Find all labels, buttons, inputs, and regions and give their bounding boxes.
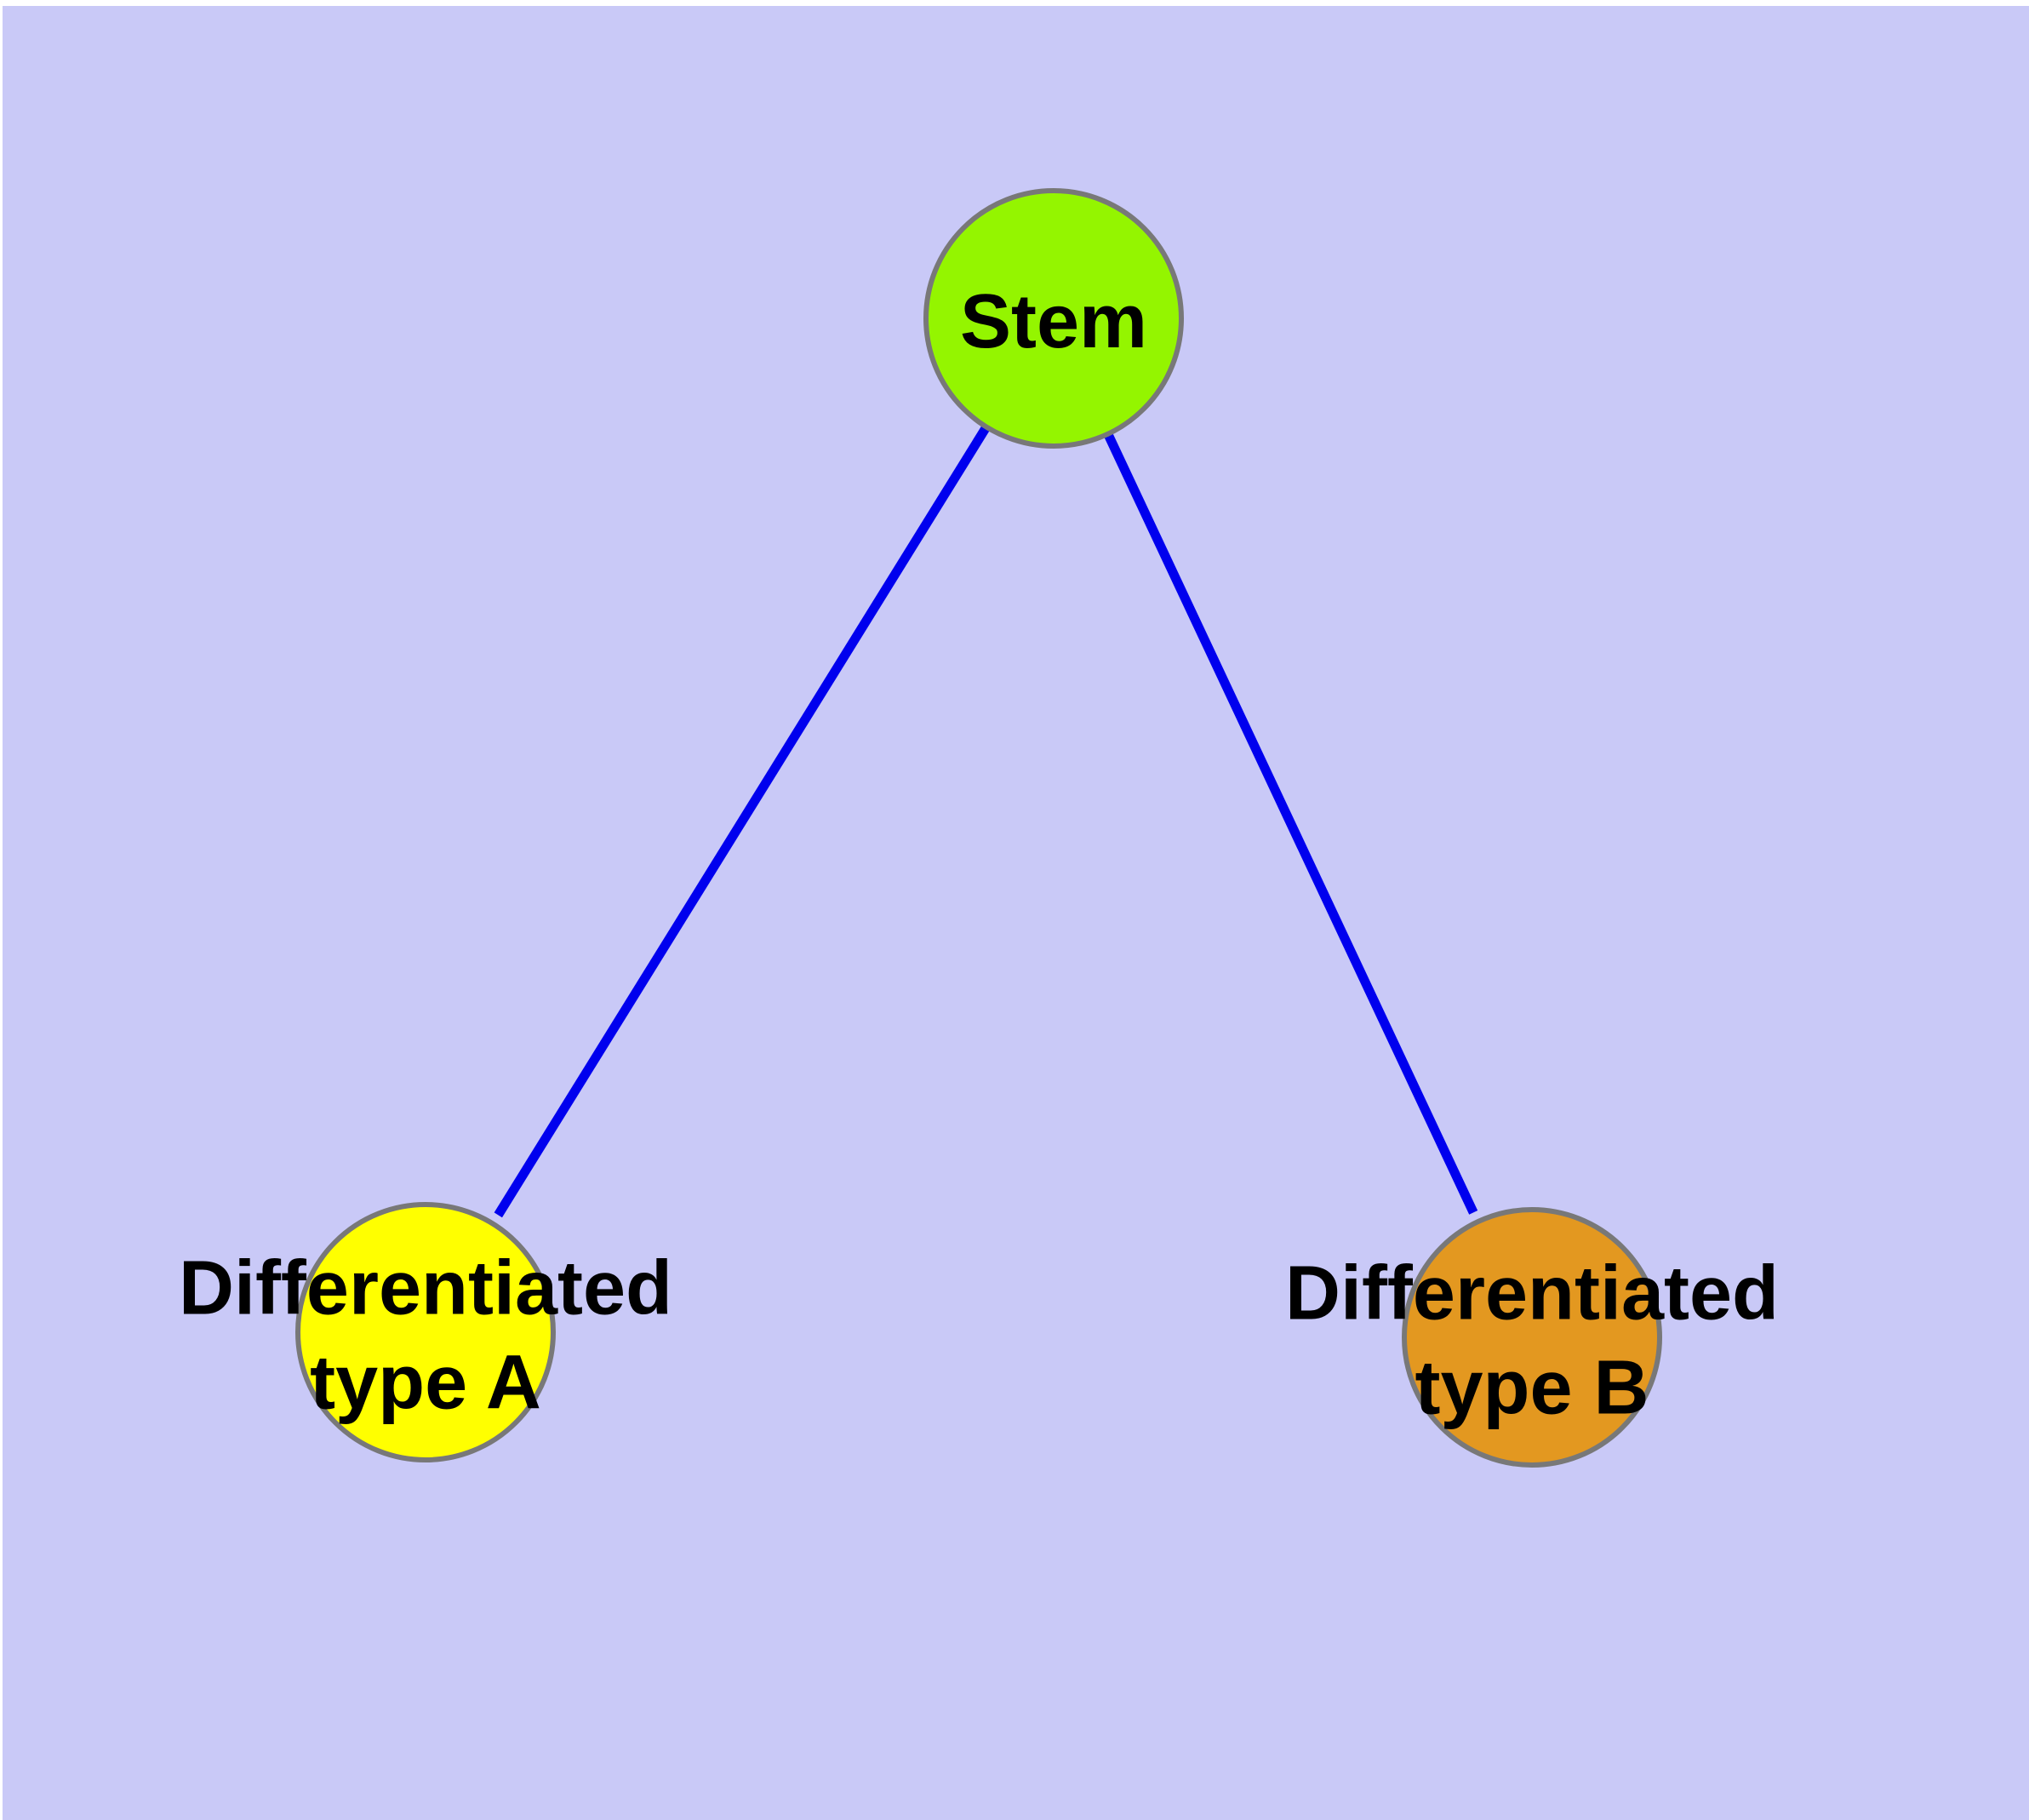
node-differentiated-type-a-circle — [295, 1202, 556, 1462]
node-differentiated-type-b-label-line-1: Differentiated — [1285, 1251, 1779, 1336]
node-stem-circle — [923, 188, 1184, 449]
node-stem-label-line-1: Stem — [960, 279, 1147, 364]
node-differentiated-type-a-label-line-1: Differentiated — [179, 1246, 672, 1331]
node-differentiated-type-a-label-line-2: type A — [310, 1341, 541, 1426]
edge-stem-to-differentiated-type-b — [1104, 433, 1478, 1215]
edges-layer — [494, 426, 1478, 1218]
node-differentiated-type-b: Differentiated type B — [1285, 1207, 1779, 1468]
edge-stem-to-differentiated-type-a — [494, 426, 990, 1218]
node-stem: Stem — [923, 188, 1184, 449]
node-differentiated-type-b-circle — [1402, 1207, 1662, 1468]
node-differentiated-type-b-label-line-2: type B — [1415, 1346, 1649, 1431]
node-differentiated-type-a: Differentiated type A — [179, 1202, 672, 1462]
